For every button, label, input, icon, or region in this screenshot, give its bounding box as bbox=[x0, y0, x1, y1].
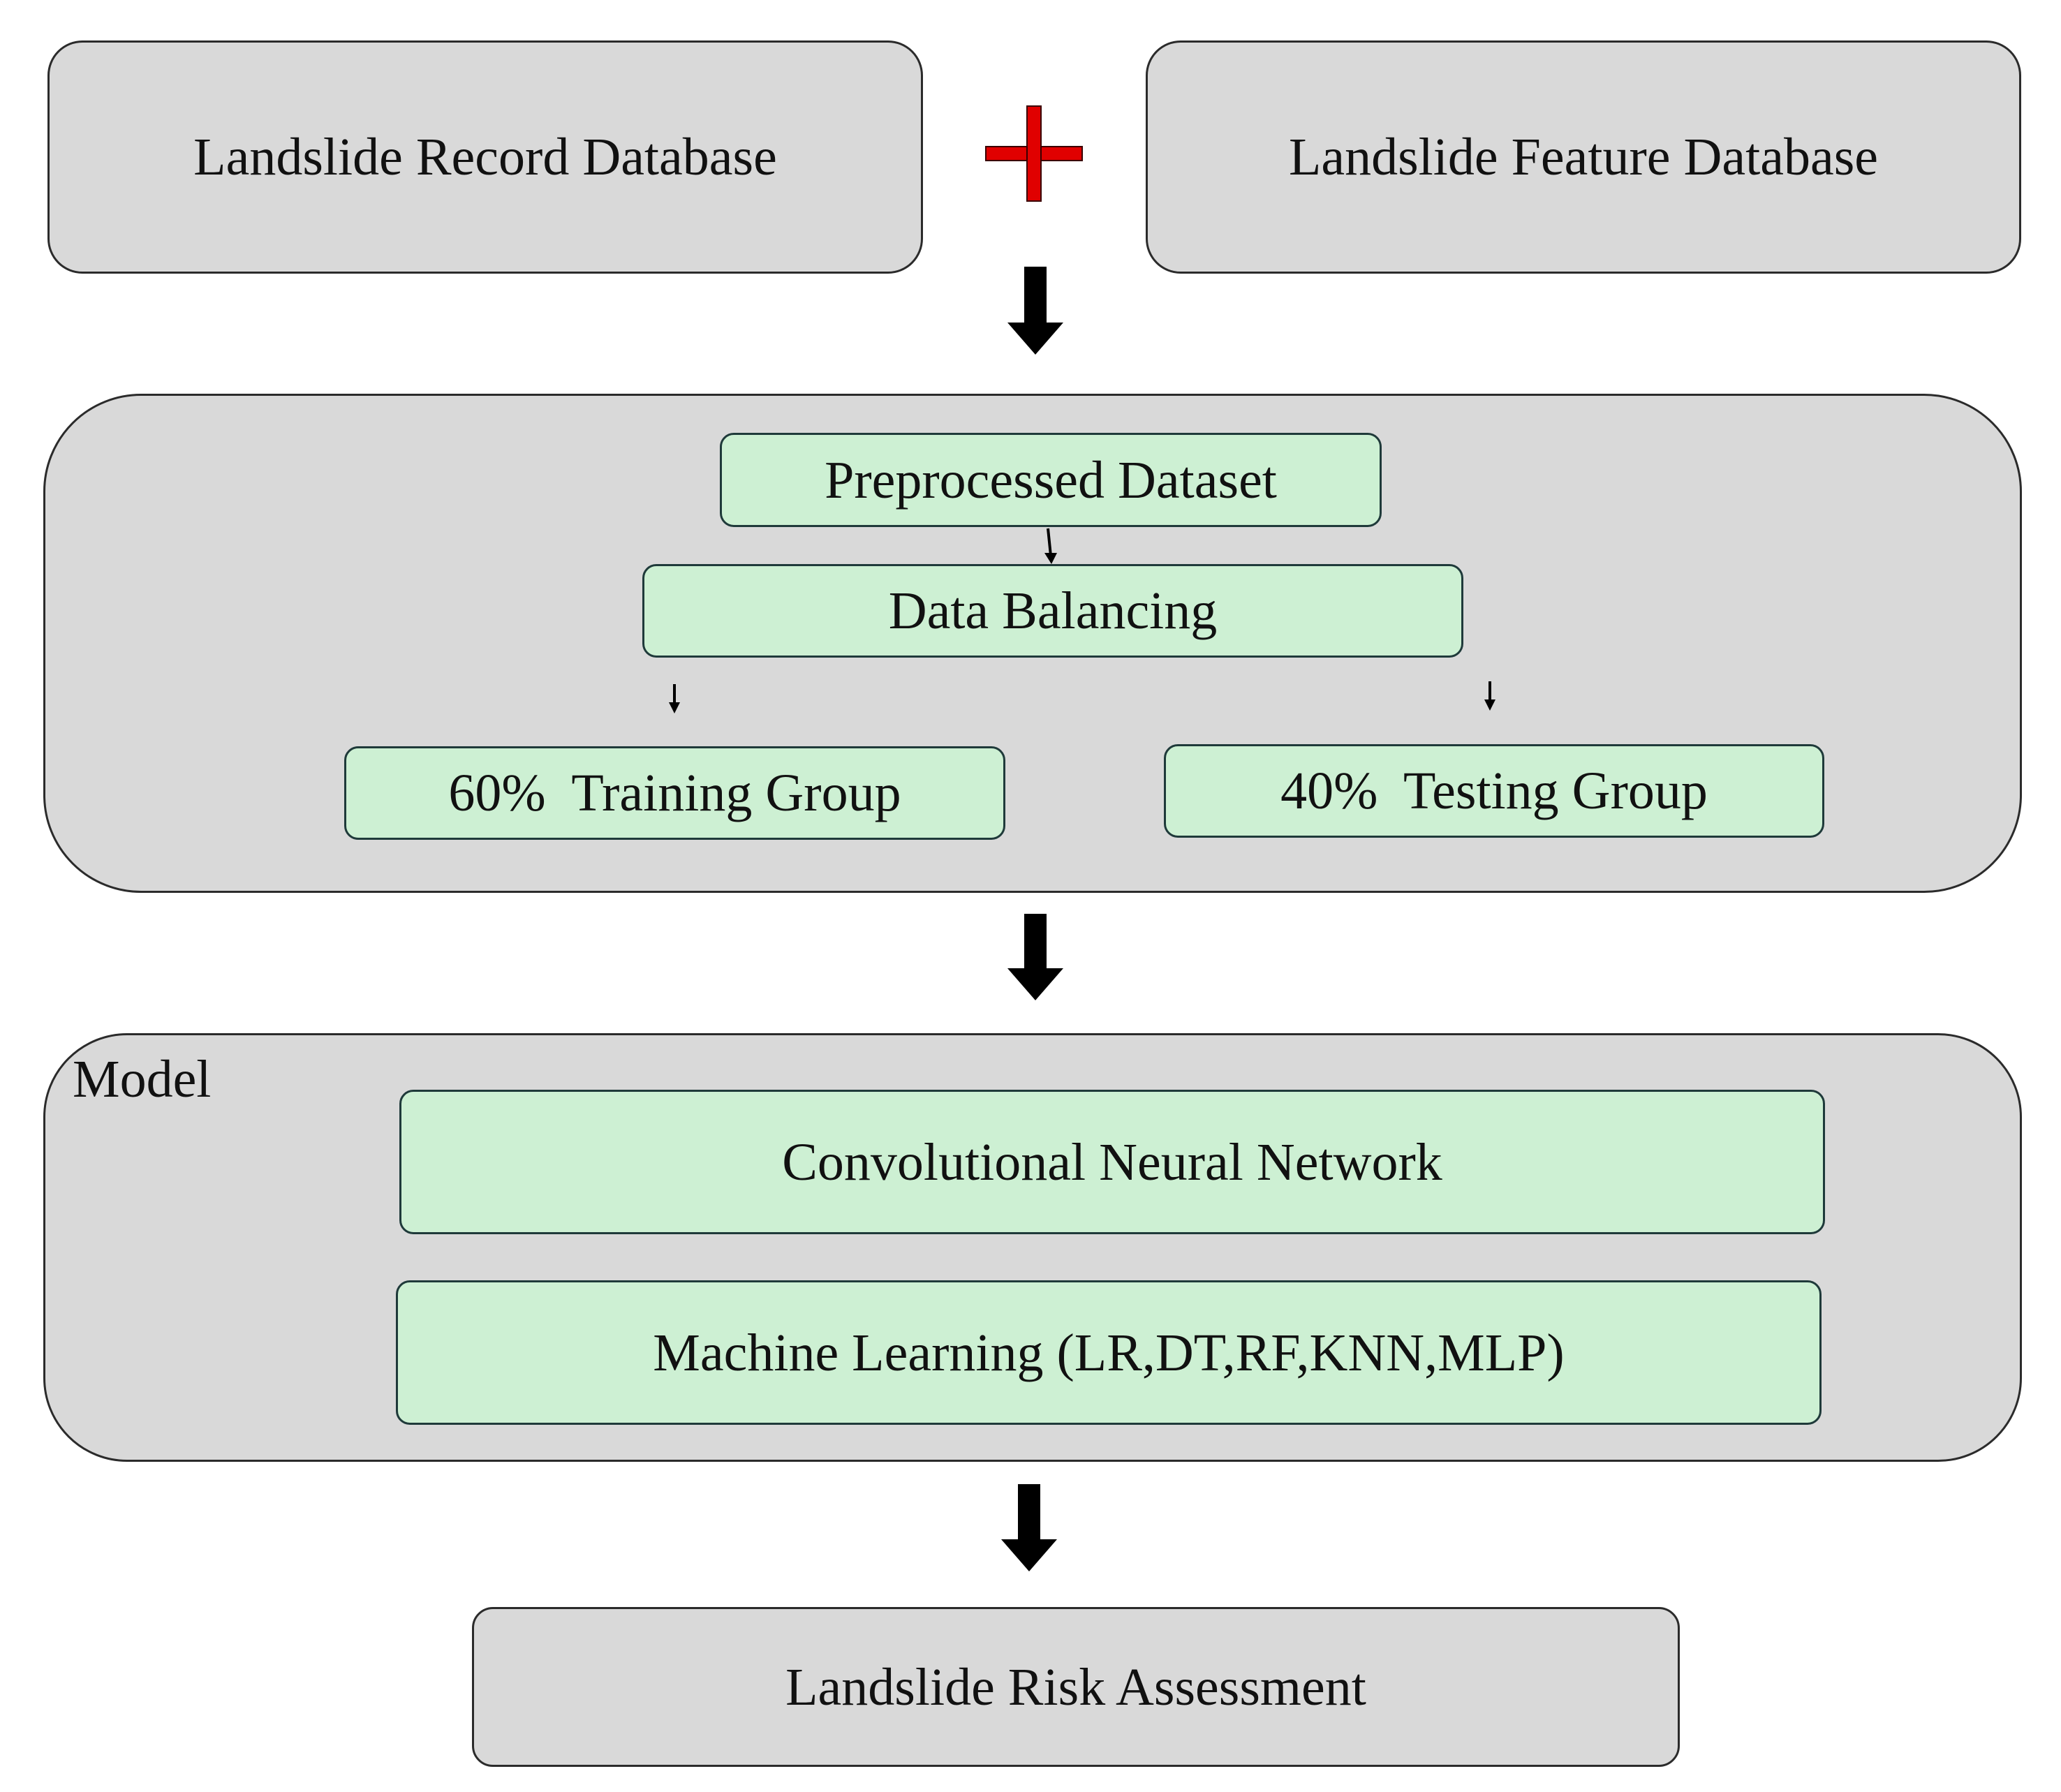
cnn-label: Convolutional Neural Network bbox=[782, 1132, 1442, 1192]
data-balancing-label: Data Balancing bbox=[888, 582, 1218, 640]
preprocessed-dataset-label: Preprocessed Dataset bbox=[825, 450, 1277, 510]
down-arrow-icon bbox=[1007, 914, 1063, 1000]
landslide-risk-assessment-box: Landslide Risk Assessment bbox=[472, 1607, 1680, 1767]
landslide-feature-database-label: Landslide Feature Database bbox=[1288, 128, 1879, 186]
testing-group-label: 40% Testing Group bbox=[1280, 762, 1708, 820]
down-arrow-icon bbox=[1007, 267, 1063, 355]
testing-group-box: 40% Testing Group bbox=[1164, 744, 1824, 838]
preprocessed-dataset-box: Preprocessed Dataset bbox=[720, 433, 1382, 527]
training-group-box: 60% Training Group bbox=[344, 746, 1005, 840]
landslide-record-database-label: Landslide Record Database bbox=[193, 128, 777, 186]
model-title: Model bbox=[73, 1050, 212, 1109]
cnn-box: Convolutional Neural Network bbox=[399, 1090, 1825, 1234]
machine-learning-label: Machine Learning (LR,DT,RF,KNN,MLP) bbox=[653, 1323, 1565, 1382]
landslide-record-database-box: Landslide Record Database bbox=[47, 40, 923, 274]
plus-icon bbox=[985, 105, 1083, 202]
landslide-feature-database-box: Landslide Feature Database bbox=[1146, 40, 2021, 274]
training-group-label: 60% Training Group bbox=[448, 764, 901, 822]
landslide-risk-assessment-label: Landslide Risk Assessment bbox=[785, 1657, 1366, 1717]
machine-learning-box: Machine Learning (LR,DT,RF,KNN,MLP) bbox=[396, 1280, 1822, 1425]
data-balancing-box: Data Balancing bbox=[642, 564, 1463, 658]
down-arrow-icon bbox=[1001, 1484, 1057, 1571]
